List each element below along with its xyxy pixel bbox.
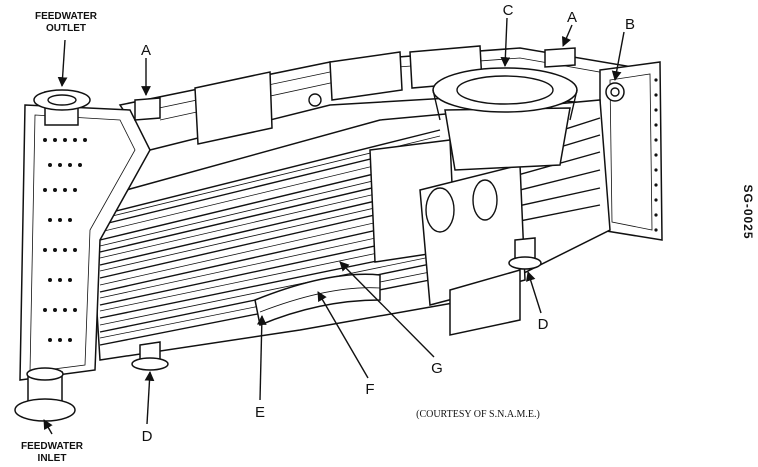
outlet-nozzle [33, 89, 91, 126]
callout-d-right: D [538, 316, 549, 333]
top-nozzle [432, 67, 578, 171]
callout-c: C [503, 2, 514, 19]
inlet-nozzle [14, 367, 76, 422]
heater-body [14, 45, 663, 422]
callout-a-right: A [567, 9, 577, 26]
support-feet [131, 237, 542, 371]
feedwater-inlet-label-line2: INLET [38, 453, 67, 464]
callout-e: E [255, 404, 265, 421]
callout-g: G [431, 360, 443, 377]
drawing-id: SG-0025 [741, 184, 755, 239]
callout-a-left: A [141, 42, 151, 59]
credit-note: (COURTESY OF S.N.A.M.E.) [416, 409, 540, 420]
callout-d-left: D [142, 428, 153, 445]
feedwater-inlet-label-line1: FEEDWATER [21, 441, 84, 452]
callout-f: F [365, 381, 374, 398]
right-head-bolts [654, 78, 658, 232]
left-tubesheet-holes [43, 138, 87, 342]
callout-b: B [625, 16, 635, 33]
feedwater-outlet-label-line1: FEEDWATER [35, 11, 98, 22]
leader-lines [43, 17, 625, 435]
feedwater-outlet-label-line2: OUTLET [46, 23, 86, 34]
